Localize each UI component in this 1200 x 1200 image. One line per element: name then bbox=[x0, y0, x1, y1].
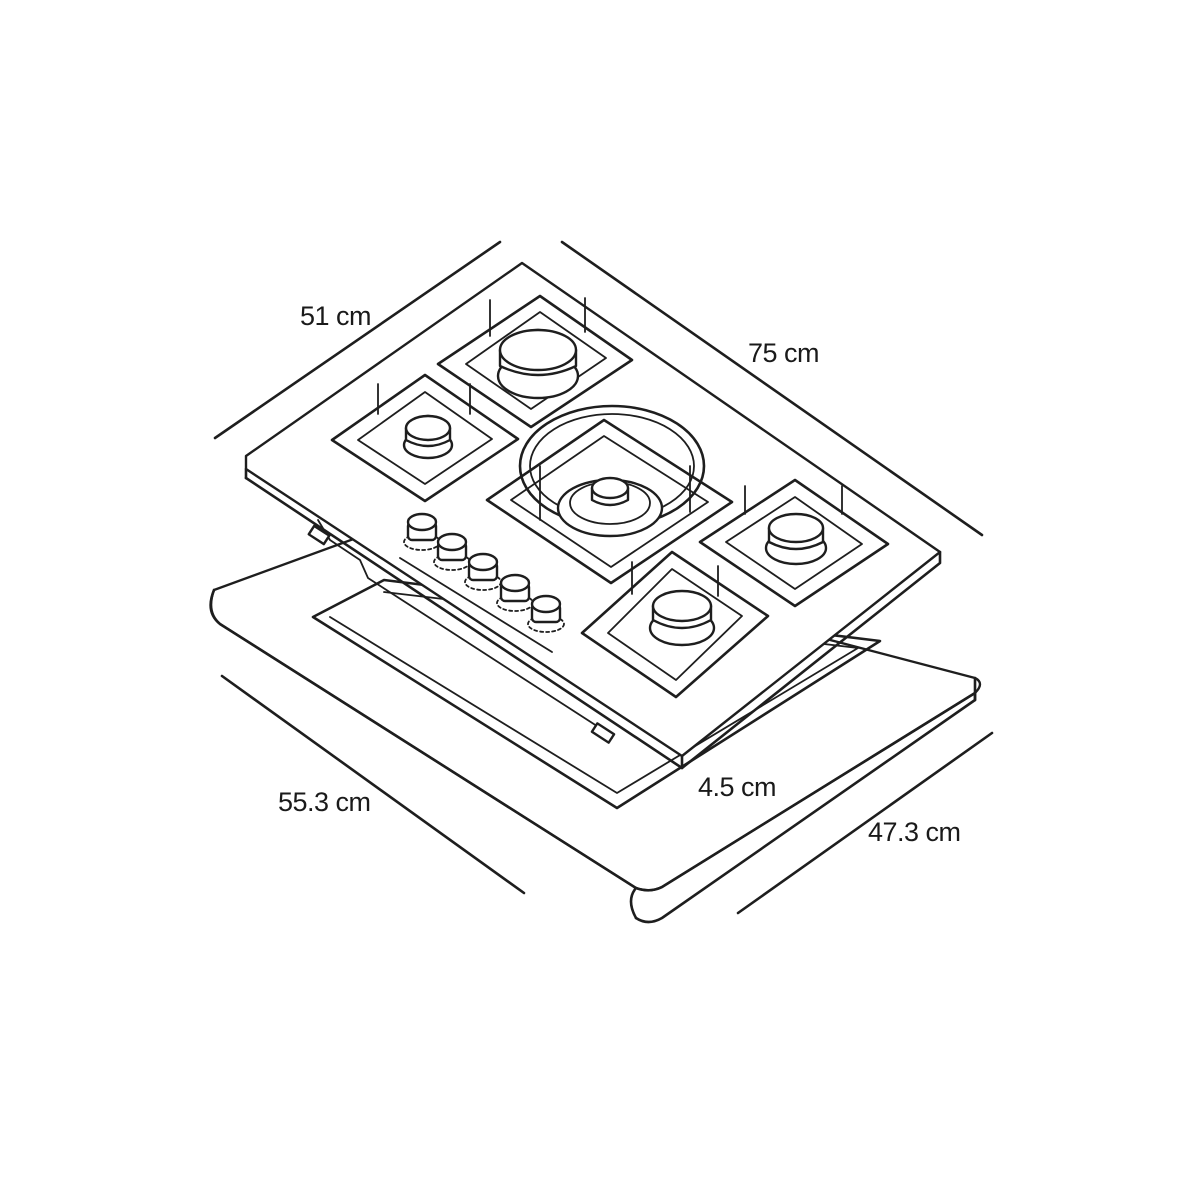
burner-right bbox=[764, 512, 828, 566]
knob-1 bbox=[403, 512, 441, 551]
pan-support-rear bbox=[436, 294, 634, 429]
hob-bracket-right bbox=[590, 722, 616, 744]
burner-centre bbox=[556, 476, 664, 538]
burners bbox=[402, 328, 828, 647]
burner-left bbox=[402, 414, 454, 460]
dim-label-hob-depth: 51 cm bbox=[300, 301, 371, 331]
dim-line-cutout-width bbox=[220, 674, 526, 895]
pan-supports bbox=[330, 294, 890, 699]
burner-front bbox=[648, 589, 716, 647]
hob-glass-front-edge bbox=[244, 476, 942, 770]
countertop-front-edge bbox=[209, 588, 977, 924]
dim-line-hob-depth bbox=[213, 240, 502, 440]
knob-5 bbox=[527, 594, 565, 633]
pan-support-front bbox=[580, 550, 770, 699]
dim-label-cutout-depth: 47.3 cm bbox=[868, 817, 961, 847]
knob-3 bbox=[464, 552, 502, 591]
pan-support-right bbox=[698, 478, 890, 608]
control-knobs bbox=[399, 512, 565, 653]
burner-rear bbox=[496, 328, 580, 400]
hob-bracket-left bbox=[307, 524, 331, 546]
countertop-rounded-corner bbox=[629, 886, 638, 920]
dim-line-hob-width bbox=[560, 240, 984, 537]
dim-label-height: 4.5 cm bbox=[698, 772, 776, 802]
dim-label-cutout-width: 55.3 cm bbox=[278, 787, 371, 817]
knob-4 bbox=[496, 573, 534, 612]
dimension-lines bbox=[213, 240, 994, 915]
pan-support-left bbox=[330, 373, 520, 503]
dimension-labels: 51 cm 75 cm 4.5 cm 55.3 cm 47.3 cm bbox=[278, 301, 961, 847]
dim-label-hob-width: 75 cm bbox=[748, 338, 819, 368]
knob-panel-line bbox=[399, 557, 553, 653]
dim-line-cutout-depth bbox=[736, 731, 994, 915]
